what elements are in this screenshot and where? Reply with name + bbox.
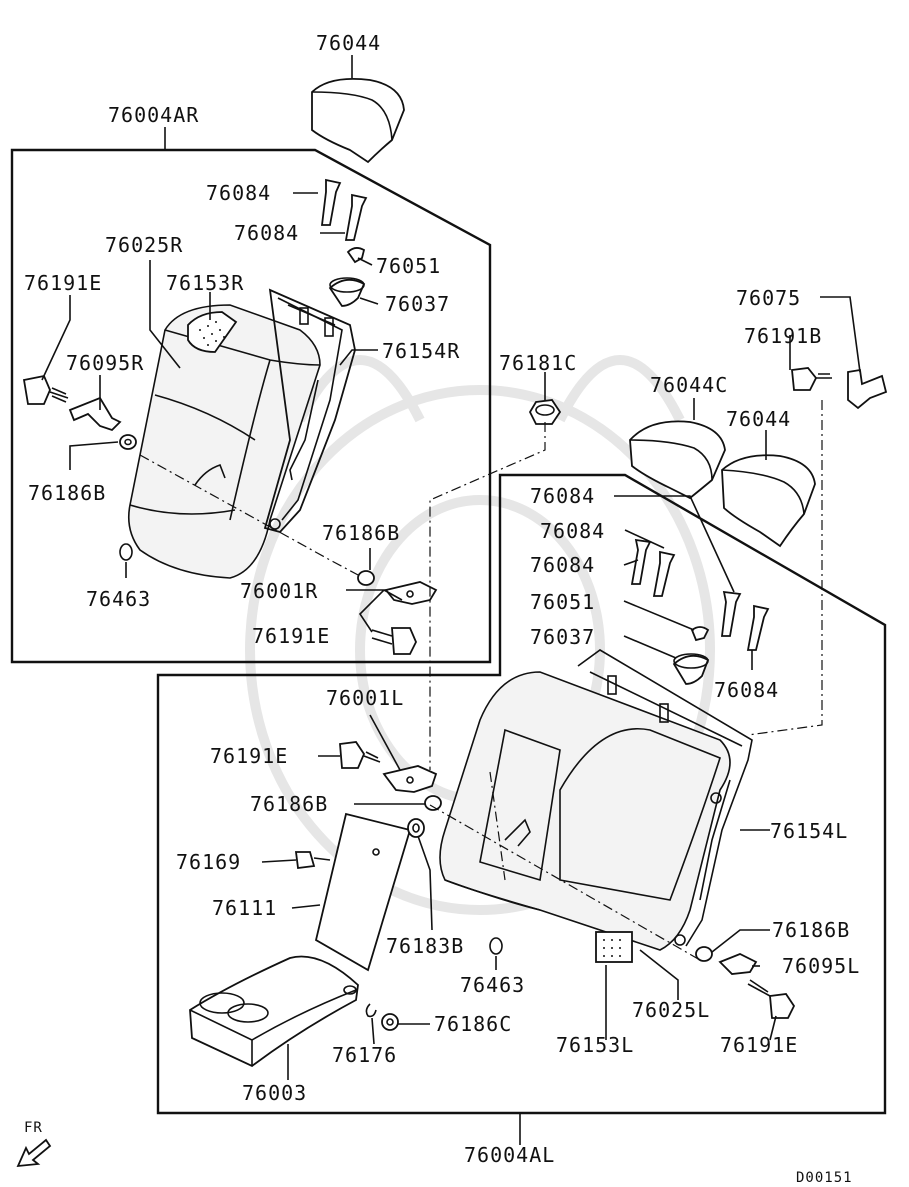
fr-label: FR — [24, 1120, 43, 1136]
left-back-assembly-box — [156, 473, 887, 1115]
label-bracket-rh[interactable]: 76095R — [66, 351, 144, 375]
guide-upper-b[interactable] — [328, 277, 366, 307]
label-back-rh[interactable]: 76004AR — [108, 103, 199, 127]
bolt-right-upper[interactable] — [22, 374, 69, 405]
part-labels: 76044 76004AR 76084 76084 76025R 76051 7… — [24, 31, 860, 1167]
label-cover[interactable]: 76111 — [212, 896, 277, 920]
label-guide-la[interactable]: 76051 — [530, 590, 595, 614]
label-cap[interactable]: 76183B — [386, 934, 464, 958]
fr-arrow-icon — [16, 1138, 52, 1168]
label-hinge-lh[interactable]: 76001L — [326, 686, 404, 710]
label-pad-lh[interactable]: 76025L — [632, 998, 710, 1022]
label-heat-rh[interactable]: 76153R — [166, 271, 244, 295]
pin-upper-2[interactable] — [344, 193, 368, 241]
label-washer-l1[interactable]: 76186B — [250, 792, 328, 816]
ring[interactable] — [365, 1003, 377, 1018]
label-bolt-l1[interactable]: 76191E — [210, 744, 288, 768]
label-headrest-l[interactable]: 76044 — [726, 407, 791, 431]
bolt-left-upper[interactable] — [339, 741, 381, 769]
label-pin-l2[interactable]: 76084 — [540, 519, 605, 543]
washer-right-2[interactable] — [357, 570, 375, 586]
label-clip-lh[interactable]: 76463 — [460, 973, 525, 997]
label-pin-l1[interactable]: 76084 — [530, 484, 595, 508]
frame-right[interactable] — [263, 288, 356, 534]
diagram-code: D00151 — [796, 1170, 853, 1186]
label-washer-l2[interactable]: 76186B — [772, 918, 850, 942]
pin-left-4[interactable] — [746, 604, 770, 651]
label-guide-a[interactable]: 76051 — [376, 254, 441, 278]
bracket-right[interactable] — [68, 396, 122, 432]
hook-bracket[interactable] — [847, 368, 888, 410]
guide-left-b[interactable] — [672, 653, 710, 685]
pin-upper-1[interactable] — [320, 178, 342, 226]
heat-pad-left[interactable] — [595, 931, 633, 963]
label-headrest-c[interactable]: 76044C — [650, 373, 728, 397]
label-pin-2[interactable]: 76084 — [234, 221, 299, 245]
washer-center[interactable] — [381, 1013, 399, 1031]
label-hinge-rh[interactable]: 76001R — [240, 579, 318, 603]
hinge-left[interactable] — [382, 765, 438, 793]
label-nut[interactable]: 76181C — [499, 351, 577, 375]
bolt-left-lower[interactable] — [747, 979, 796, 1019]
washer-right[interactable] — [119, 434, 137, 450]
pin-left-2[interactable] — [652, 550, 676, 597]
label-bolt-rh[interactable]: 76191E — [24, 271, 102, 295]
cover-panel[interactable] — [314, 812, 412, 972]
leader-lines — [41, 192, 861, 1080]
nut[interactable] — [528, 399, 562, 425]
washer-left-2[interactable] — [695, 946, 713, 962]
label-washer-rh[interactable]: 76186B — [28, 481, 106, 505]
label-bolt-r2[interactable]: 76191E — [252, 624, 330, 648]
bolt-right-lower[interactable] — [371, 627, 417, 655]
label-armrest[interactable]: 76003 — [242, 1081, 307, 1105]
back-pad-left[interactable] — [439, 671, 731, 951]
label-heat-lh[interactable]: 76153L — [556, 1033, 634, 1057]
armrest[interactable] — [189, 955, 359, 1068]
label-headrest-top[interactable]: 76044 — [316, 31, 381, 55]
hinge-right[interactable] — [384, 581, 438, 605]
cap[interactable] — [407, 818, 425, 838]
label-pin-l3[interactable]: 76084 — [530, 553, 595, 577]
label-pin-l4[interactable]: 76084 — [714, 678, 779, 702]
washer-left-1[interactable] — [424, 795, 442, 811]
label-frame-rh[interactable]: 76154R — [382, 339, 460, 363]
front-direction-indicator: FR — [16, 1120, 52, 1168]
guide-left-a[interactable] — [690, 626, 710, 642]
label-frame-lh[interactable]: 76154L — [770, 819, 848, 843]
clip-right[interactable] — [119, 543, 133, 561]
clip-left[interactable] — [489, 937, 503, 955]
label-guide-b[interactable]: 76037 — [385, 292, 450, 316]
label-clip-rh[interactable]: 76463 — [86, 587, 151, 611]
headrest-top[interactable] — [311, 77, 405, 164]
label-ring[interactable]: 76176 — [332, 1043, 397, 1067]
pin-left-3[interactable] — [720, 590, 742, 637]
label-bolt-l2[interactable]: 76191E — [720, 1033, 798, 1057]
label-washer-r2[interactable]: 76186B — [322, 521, 400, 545]
bracket-left[interactable] — [718, 953, 758, 975]
label-back-lh[interactable]: 76004AL — [464, 1143, 555, 1167]
label-guide-lb[interactable]: 76037 — [530, 625, 595, 649]
screw[interactable] — [294, 851, 331, 870]
label-hook[interactable]: 76075 — [736, 286, 801, 310]
frame-left[interactable] — [577, 649, 753, 947]
headrest-center[interactable] — [629, 420, 726, 500]
connection-lines — [139, 400, 823, 961]
right-back-assembly-box — [10, 148, 492, 664]
label-pin-1[interactable]: 76084 — [206, 181, 271, 205]
label-washer-c[interactable]: 76186C — [434, 1012, 512, 1036]
label-screw[interactable]: 76169 — [176, 850, 241, 874]
bolt-hook[interactable] — [791, 367, 832, 391]
heat-pad-right[interactable] — [187, 311, 238, 353]
headrest-left[interactable] — [721, 454, 816, 548]
label-pad-rh[interactable]: 76025R — [105, 233, 183, 257]
back-pad-right[interactable] — [127, 304, 321, 579]
label-bracket-lh[interactable]: 76095L — [782, 954, 860, 978]
label-bolt-hook[interactable]: 76191B — [744, 324, 822, 348]
